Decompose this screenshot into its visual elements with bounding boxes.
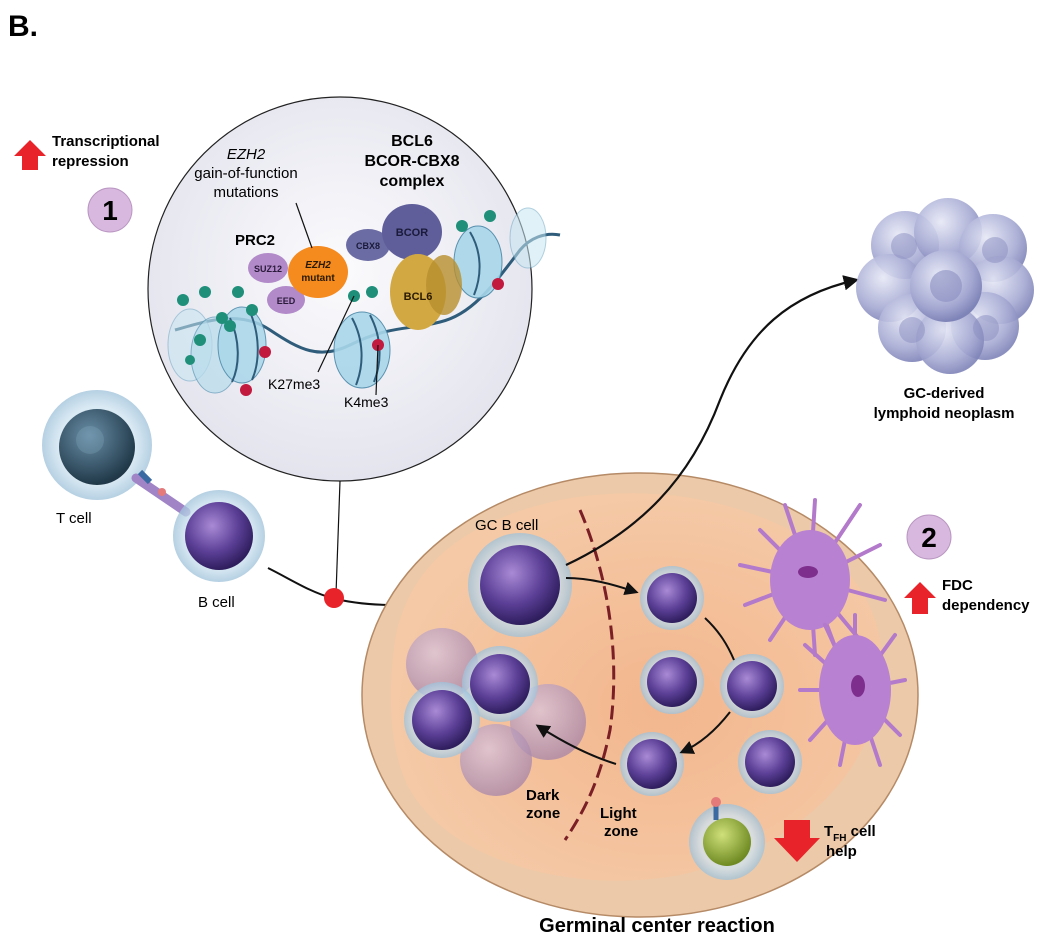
nucleosome-middle — [333, 311, 391, 389]
repression-label-line2: repression — [52, 153, 129, 170]
dz-b-cell-faint — [460, 724, 532, 796]
zone-divider — [563, 509, 616, 841]
light-zone-label-line2: zone — [604, 823, 638, 840]
gc-to-lz-arrow — [565, 577, 639, 596]
repression-label-line1: Transcriptional — [52, 133, 160, 150]
fdc-label-line2: dependency — [942, 597, 1030, 614]
fdc-dependency-indicator: FDC dependency — [904, 577, 1030, 614]
up-arrow-icon — [904, 582, 936, 614]
inset-connector — [335, 480, 341, 595]
bcl6-complex: CBX8 BCOR BCL6 — [346, 204, 462, 330]
bcl6-complex-line3: complex — [380, 173, 445, 190]
panel-label: B. — [8, 10, 38, 43]
k27-pointer — [317, 295, 355, 373]
lz-to-dz-arrow — [535, 724, 617, 765]
lz-cycle-arrow-2 — [679, 711, 731, 754]
lz-b-cell — [620, 732, 684, 796]
dark-zone-label-line1: Dark — [526, 787, 560, 804]
lz-cycle-arrow-1 — [704, 617, 735, 661]
fdc-label-line1: FDC — [942, 577, 973, 594]
tcr-bcr-synapse — [131, 469, 191, 517]
up-arrow-icon — [14, 140, 46, 170]
bcor-subunit — [382, 204, 442, 260]
cbx8-label: CBX8 — [356, 241, 380, 251]
neoplasm-label-line1: GC-derived — [904, 385, 985, 402]
repression-indicator: Transcriptional repression — [14, 133, 160, 170]
fdc-body-upper — [770, 530, 850, 630]
ezh2-pointer — [295, 202, 313, 249]
k27me3-marks — [177, 210, 496, 365]
ezh2-gof-line3: mutations — [213, 184, 278, 201]
eed-label: EED — [277, 296, 296, 306]
lz-b-cell — [640, 650, 704, 714]
dz-b-cell-faint — [406, 628, 478, 700]
down-arrow-icon — [774, 820, 820, 862]
gc-b-cell — [468, 533, 572, 637]
cbx8-subunit — [346, 229, 390, 261]
bcl6-complex-line2: BCOR-CBX8 — [364, 153, 459, 170]
step-2-badge: 2 — [906, 514, 952, 560]
suz12-subunit — [248, 253, 288, 283]
lz-b-cell — [640, 566, 704, 630]
k4me3-label: K4me3 — [344, 394, 389, 410]
nucleosome-group-left — [167, 306, 267, 394]
gc-b-cell-label: GC B cell — [475, 517, 538, 534]
mutation-point — [324, 588, 344, 608]
bcor-label: BCOR — [396, 227, 428, 239]
eed-subunit — [267, 286, 305, 314]
tfh-label-line2: help — [826, 843, 857, 860]
nucleosome-group-right — [453, 207, 547, 299]
ezh2-gof-line1: EZH2 — [227, 146, 266, 163]
b-cell — [173, 490, 265, 582]
dark-zone-cells — [404, 628, 586, 796]
tfh-cell — [689, 797, 765, 880]
b-cell-label: B cell — [198, 594, 235, 611]
t-cell-label: T cell — [56, 510, 92, 527]
bcl6-complex-line1: BCL6 — [391, 133, 433, 150]
k27me3-label: K27me3 — [268, 376, 320, 392]
dz-b-cell — [404, 682, 480, 758]
step-2-number: 2 — [921, 522, 937, 553]
lz-b-cell — [720, 654, 784, 718]
light-zone-cells — [620, 566, 802, 796]
bcl6-protein-label: BCL6 — [404, 291, 433, 303]
inset-chromatin: SUZ12 EED EZH2 mutant PRC2 CBX8 BCOR BCL… — [147, 96, 561, 595]
prc2-complex: SUZ12 EED EZH2 mutant PRC2 — [235, 232, 348, 314]
dz-b-cell — [462, 646, 538, 722]
tfh-label: TFH cell — [824, 823, 876, 844]
suz12-label: SUZ12 — [254, 264, 282, 274]
ezh2-mutant-label-line2: mutant — [301, 273, 335, 284]
lz-b-cell — [738, 730, 802, 794]
step-1-number: 1 — [102, 195, 118, 226]
gc-to-neoplasm-arrow — [565, 275, 860, 566]
k4me3-marks — [240, 278, 504, 396]
ezh2-mutant-label-line1: EZH2 — [305, 260, 331, 271]
ezh2-mutant-subunit — [288, 246, 348, 298]
neoplasm-label-line2: lymphoid neoplasm — [874, 405, 1015, 422]
figure-caption: Germinal center reaction — [539, 915, 775, 937]
neoplasm-cluster — [856, 198, 1034, 374]
light-zone-label-line1: Light — [600, 805, 637, 822]
tfh-help-indicator: TFH cell help — [774, 820, 876, 862]
dark-zone-label-line2: zone — [526, 805, 560, 822]
k4-pointer — [375, 344, 379, 396]
t-cell — [42, 390, 152, 500]
ezh2-gof-line2: gain-of-function — [194, 165, 297, 182]
prc2-label: PRC2 — [235, 232, 275, 249]
step-1-badge: 1 — [87, 187, 133, 233]
